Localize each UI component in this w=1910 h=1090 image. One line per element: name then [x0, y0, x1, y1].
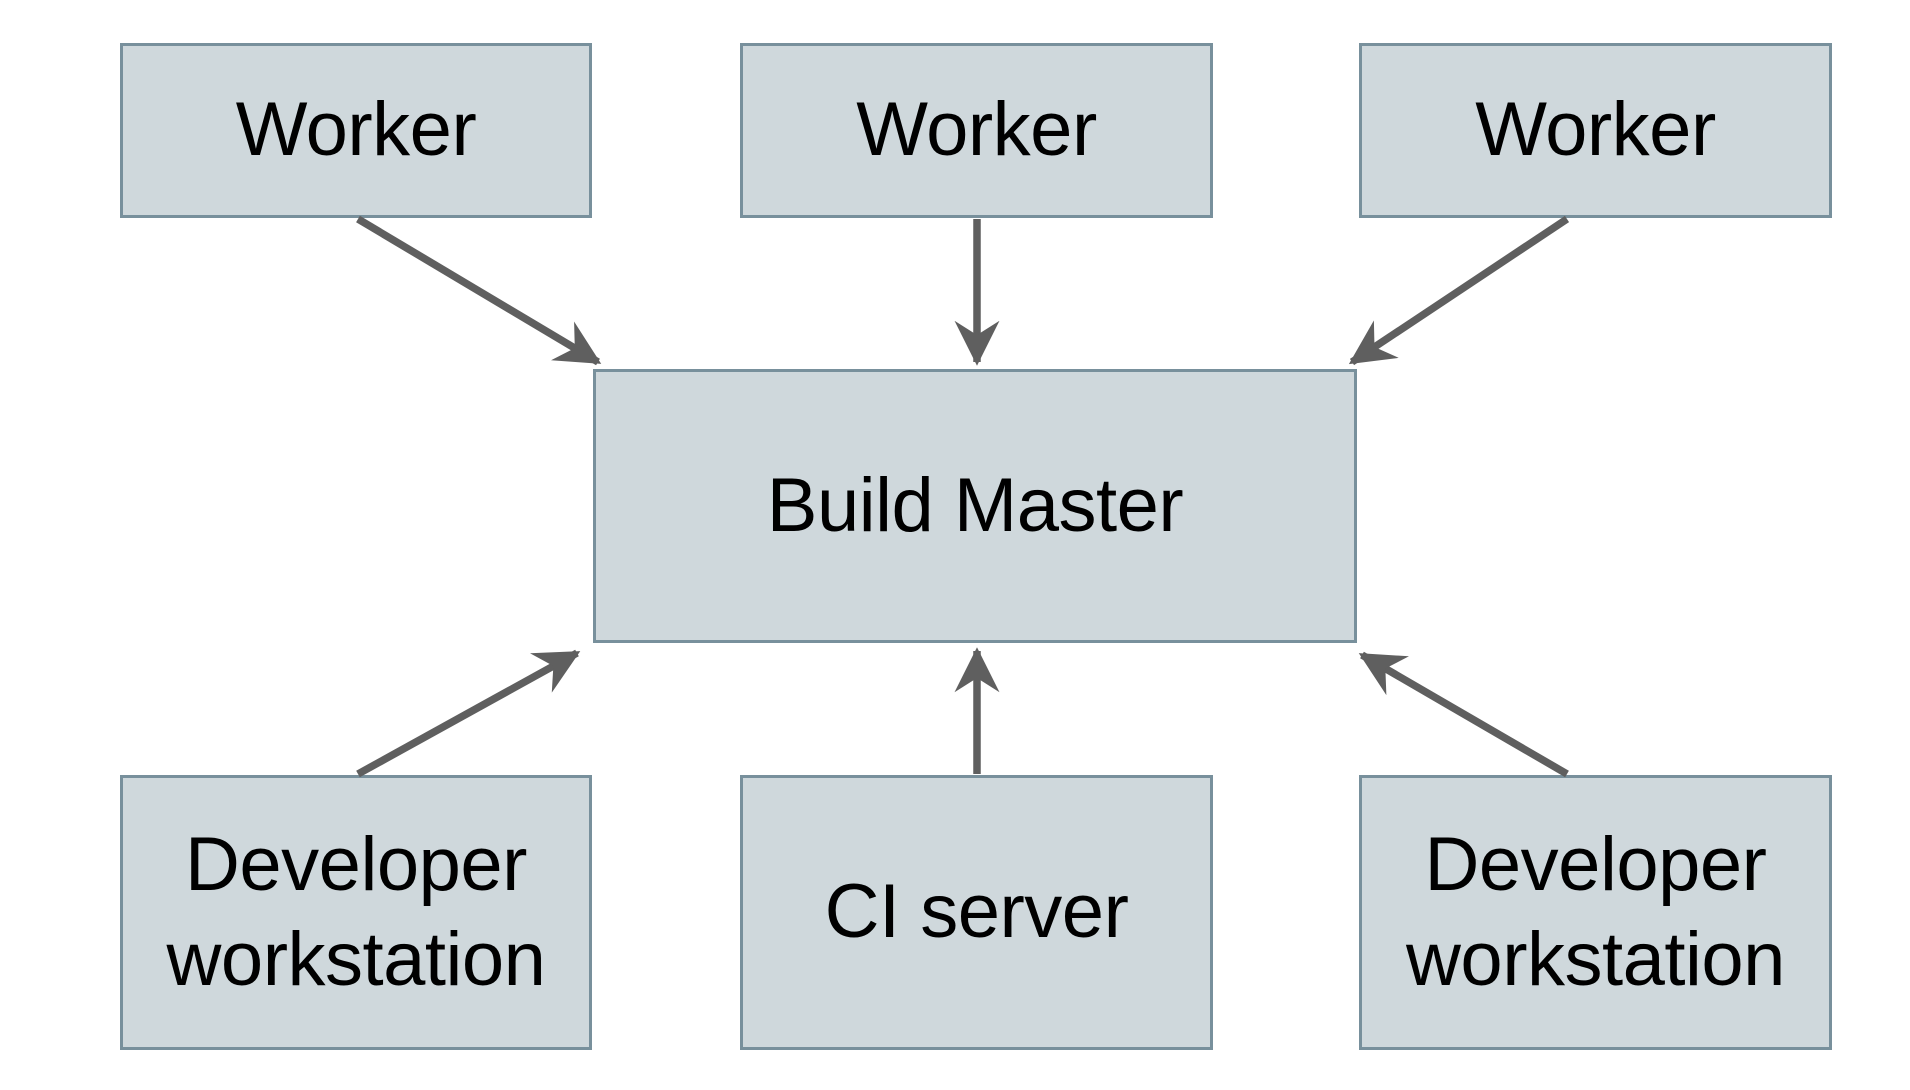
node-worker-2-label: Worker	[856, 87, 1097, 173]
node-build-master-label: Build Master	[766, 462, 1184, 548]
node-developer-workstation-right: Developer workstation	[1359, 775, 1832, 1050]
node-developer-workstation-right-label: Developer workstation	[1406, 822, 1785, 1002]
node-developer-workstation-left-label: Developer workstation	[166, 822, 546, 1002]
node-worker-3: Worker	[1359, 43, 1832, 218]
edge-developer-workstation-right-to-build-master	[1358, 651, 1569, 778]
node-worker-2: Worker	[740, 43, 1213, 218]
node-ci-server-label: CI server	[824, 869, 1129, 955]
node-developer-workstation-left: Developer workstation	[120, 775, 592, 1050]
node-worker-1-label: Worker	[235, 87, 477, 173]
node-worker-3-label: Worker	[1475, 87, 1716, 173]
edge-worker-1-to-build-master	[356, 215, 602, 366]
node-worker-1: Worker	[120, 43, 592, 218]
edge-worker-3-to-build-master	[1348, 215, 1570, 366]
edge-developer-workstation-left-to-build-master	[356, 649, 581, 778]
node-ci-server: CI server	[740, 775, 1213, 1050]
node-build-master: Build Master	[593, 369, 1357, 643]
